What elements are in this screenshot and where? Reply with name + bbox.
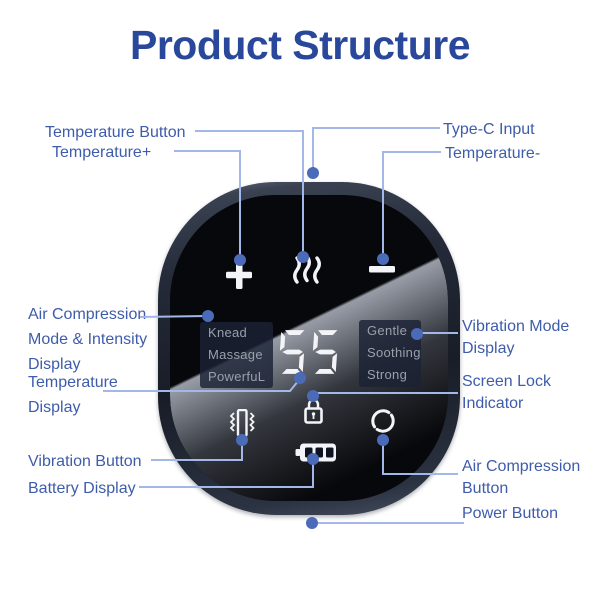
seven-segment-digit	[312, 330, 338, 374]
minus-icon	[369, 266, 395, 273]
seven-segment-digit	[279, 330, 305, 374]
battery-icon	[295, 443, 336, 462]
vibration-icon	[229, 409, 255, 437]
plus-icon	[226, 261, 252, 289]
label-air-compression-button: Air Compression Button	[462, 458, 581, 497]
vibration-mode-display: Gentle Soothing Strong	[359, 320, 421, 387]
label-temperature-button: Temperature Button	[45, 124, 186, 141]
label-power-button: Power Button	[462, 505, 559, 522]
label-temperature-minus: Temperature-	[445, 145, 541, 162]
label-air-compression-display: Air Compression Mode & Intensity Display	[28, 306, 148, 373]
page-title: Product Structure	[129, 22, 471, 68]
label-vibration-button: Vibration Button	[28, 453, 142, 470]
label-temperature-plus: Temperature+	[52, 144, 152, 161]
label-screen-lock-indicator: Screen Lock Indicator	[462, 373, 551, 412]
temperature-display-value	[278, 327, 340, 377]
massager-controller-device: Knead Massage PowerfuL Gentle Soothing S…	[158, 182, 460, 515]
air-compression-icon	[371, 409, 395, 433]
label-vibration-mode-display: Vibration Mode Display	[462, 318, 570, 357]
device-screen: Knead Massage PowerfuL Gentle Soothing S…	[170, 195, 448, 501]
connector-type-c-input	[307, 127, 440, 179]
label-battery-display: Battery Display	[28, 480, 136, 497]
label-type-c-input: Type-C Input	[443, 121, 535, 138]
lock-icon	[304, 398, 323, 424]
heat-icon	[293, 254, 321, 284]
connector-power-button	[306, 517, 464, 529]
air-compression-mode-display: Knead Massage PowerfuL	[200, 322, 273, 388]
label-temperature-display: Temperature Display	[28, 374, 118, 416]
